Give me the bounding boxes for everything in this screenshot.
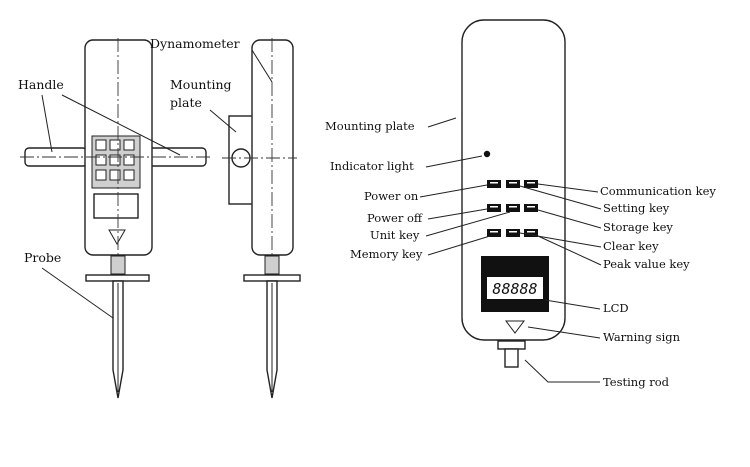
label-unit-key: Unit key [370,228,420,242]
label-dynamometer: Dynamometer [150,36,240,51]
label-testing-rod: Testing rod [603,375,670,389]
label-setting-key: Setting key [603,201,670,215]
label-indicator-light: Indicator light [330,159,414,173]
label-plate: plate [170,95,202,110]
panel-warning-sign [505,320,525,334]
label-storage-key: Storage key [603,220,673,234]
side-body [251,39,294,256]
front-panel-view: 88888 [461,19,566,368]
label-lcd: LCD [603,301,629,315]
right-labels: Mounting plate Indicator light Power on … [325,117,716,389]
power-off-key [487,204,501,212]
setting-key-btn [524,180,538,188]
front-keypad [91,135,141,189]
label-memory-key: Memory key [350,247,423,261]
front-warning-sign [108,229,126,246]
label-power-on: Power on [364,189,419,203]
front-display [93,193,139,219]
label-peak-value-key: Peak value key [603,257,690,271]
left-labels: Dynamometer Handle Mounting plate Probe [18,36,273,319]
power-on-key [487,180,501,188]
side-flange [243,274,301,282]
label-right-mounting-plate: Mounting plate [325,119,415,133]
side-connector [264,255,280,275]
lcd-reading: 88888 [492,280,537,298]
unit-key-btn [506,204,520,212]
front-view [20,38,210,399]
label-mounting: Mounting [170,77,232,92]
label-power-off: Power off [367,211,423,225]
label-communication-key: Communication key [600,184,716,198]
memory-key-btn [487,229,501,237]
panel-keys [487,180,538,237]
label-warning-sign: Warning sign [603,330,681,344]
label-clear-key: Clear key [603,239,659,253]
front-connector [110,255,126,275]
peak-value-key-btn [524,229,538,237]
label-probe: Probe [24,250,61,265]
storage-key-btn [524,204,538,212]
testing-rod [497,340,526,350]
label-handle: Handle [18,77,64,92]
communication-key-btn [506,180,520,188]
indicator-light [483,150,491,158]
lcd-screen [487,277,543,299]
clear-key-btn [506,229,520,237]
front-flange [85,274,150,282]
side-view [222,38,301,399]
